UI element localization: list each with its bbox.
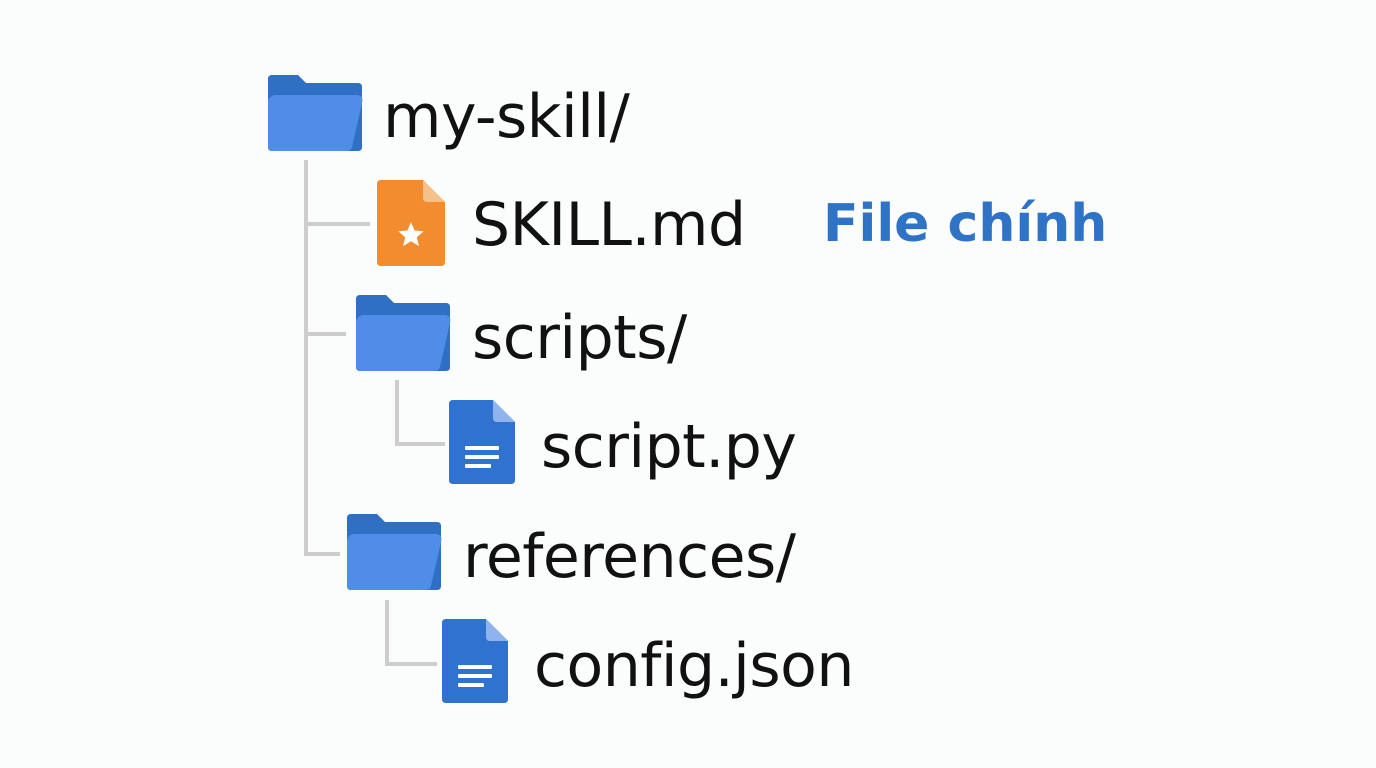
connector-script-file bbox=[395, 442, 445, 446]
connector-skill-file bbox=[304, 222, 370, 226]
folder-label-scripts: scripts/ bbox=[472, 303, 687, 373]
tree-trunk-scripts bbox=[395, 380, 399, 446]
folder-icon bbox=[354, 293, 452, 373]
connector-references-folder bbox=[304, 552, 340, 556]
folder-icon bbox=[345, 512, 443, 592]
folder-icon bbox=[266, 73, 364, 153]
document-icon bbox=[449, 400, 515, 484]
file-label-skill: SKILL.md bbox=[472, 190, 746, 260]
main-file-annotation: File chính bbox=[823, 194, 1108, 254]
connector-scripts-folder bbox=[304, 332, 346, 336]
file-label-config: config.json bbox=[534, 631, 854, 701]
connector-config-file bbox=[385, 662, 437, 666]
folder-label-root: my-skill/ bbox=[383, 82, 630, 152]
tree-trunk-references bbox=[385, 600, 389, 666]
tree-trunk-root bbox=[304, 160, 308, 556]
document-icon bbox=[442, 619, 508, 703]
folder-label-references: references/ bbox=[463, 522, 796, 592]
file-label-script: script.py bbox=[541, 412, 797, 482]
star-file-icon bbox=[377, 180, 445, 266]
